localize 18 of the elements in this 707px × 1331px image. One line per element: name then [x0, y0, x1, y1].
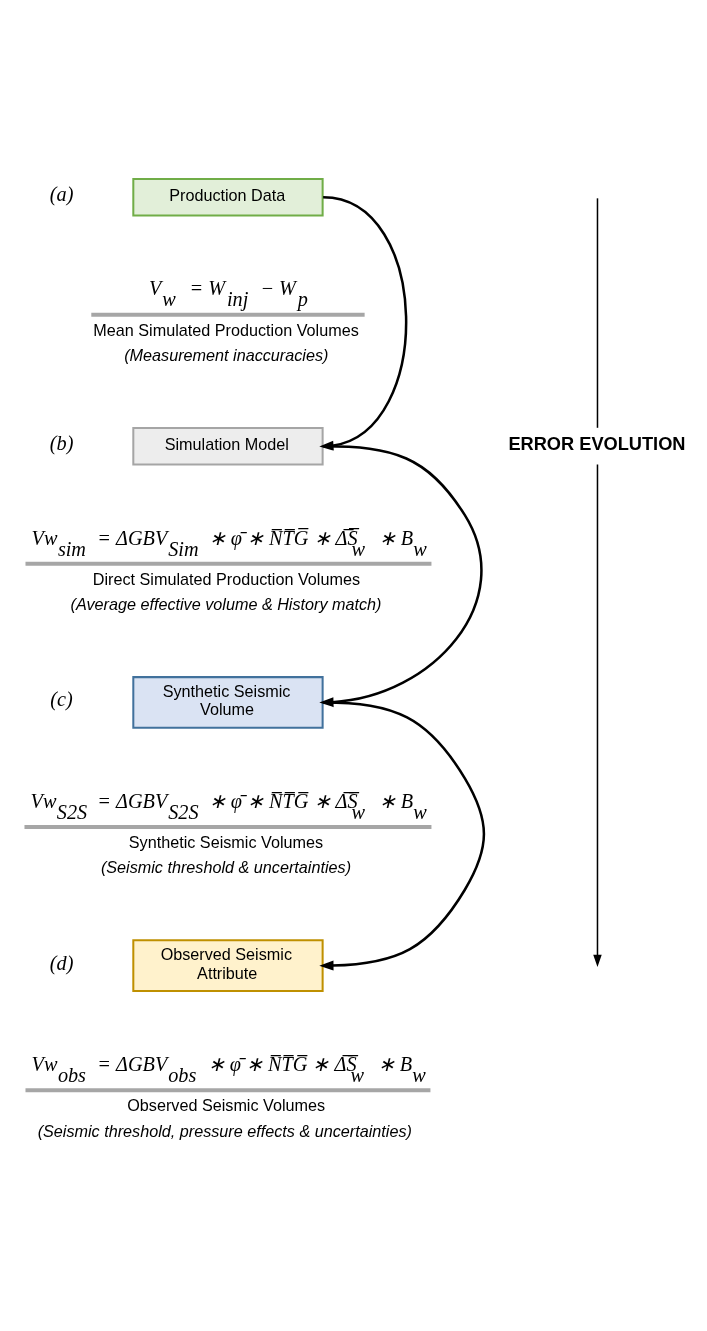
label: ERROR EVOLUTION: [508, 433, 686, 454]
node-box: Production Data: [132, 177, 324, 216]
node-label: (Seismic threshold, pressure effects & uncertainties): [37, 1121, 412, 1140]
node-box: Synthetic Seismic Volume: [132, 675, 324, 729]
node-label: (Average effective volume & History match): [70, 594, 382, 613]
node-label: (d): [49, 951, 74, 974]
node-label: (Seismic threshold & uncertainties): [100, 857, 352, 876]
node-label: (b): [49, 431, 74, 454]
node-label: Synthetic Seismic Volumes: [128, 832, 324, 851]
node-label: (Measurement inaccuracies): [124, 345, 329, 364]
node-label: (c): [50, 687, 73, 710]
node-box: Observed Seismic Attribute: [132, 938, 324, 992]
node-label: (a): [49, 182, 74, 205]
arrow: [319, 700, 486, 971]
node-box: Simulation Model: [132, 426, 324, 466]
node-label: Mean Simulated Production Volumes: [93, 320, 359, 339]
node-label: Direct Simulated Production Volumes: [92, 569, 361, 588]
node-label: Observed Seismic Volumes: [127, 1095, 326, 1114]
